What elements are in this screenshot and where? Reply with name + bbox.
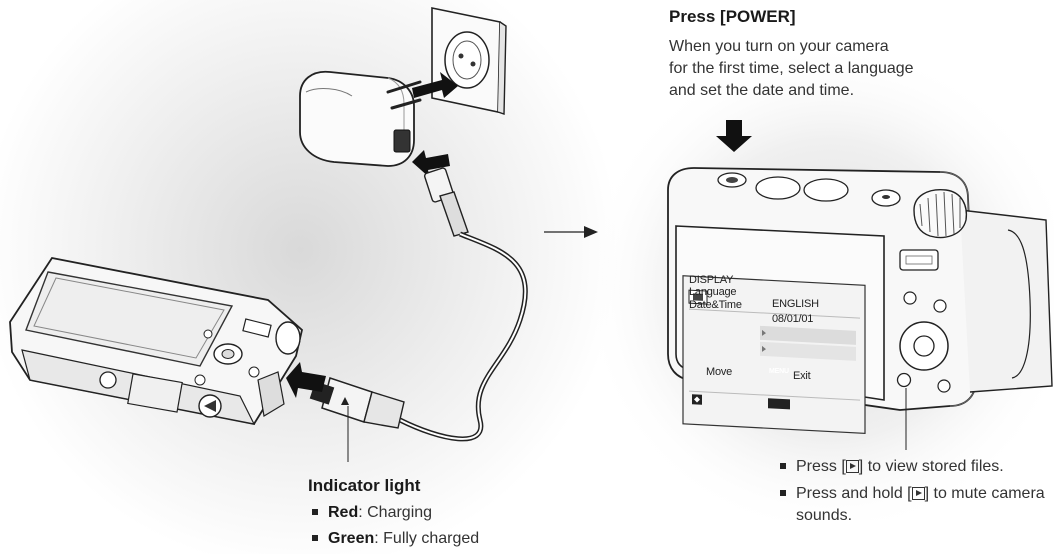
indicator-text-red: : Charging — [358, 504, 432, 521]
play-button-icon — [846, 460, 859, 473]
screen-row-language-value: ENGLISH — [772, 298, 819, 310]
indicator-item-green: Green: Fully charged — [308, 528, 479, 550]
charger-adapter-icon — [300, 72, 420, 166]
power-description-line-3: and set the date and time. — [669, 80, 854, 102]
indicator-term-red: Red — [328, 504, 358, 521]
indicator-heading: Indicator light — [308, 476, 420, 496]
screen-footer-exit: Exit — [793, 370, 811, 382]
wall-outlet-icon — [432, 8, 506, 114]
screen-menu-title: DISPLAY — [689, 274, 733, 286]
screen-row-datetime-label: Date&Time — [689, 299, 742, 311]
screen-row-datetime-value: 08/01/01 — [772, 313, 813, 325]
playback-item-mute: Press and hold [] to mute camera sounds. — [776, 483, 1046, 527]
screen-footer-move: Move — [706, 366, 732, 378]
playback-view-after: ] to view stored files. — [859, 458, 1004, 475]
power-heading: Press [POWER] — [669, 7, 796, 27]
playback-mute-before: Press and hold [ — [796, 485, 912, 502]
indicator-text-green: : Fully charged — [374, 530, 479, 547]
arrow-down-icon — [716, 120, 752, 152]
indicator-item-red: Red: Charging — [308, 502, 479, 524]
playback-item-view: Press [ ] to view stored files. — [776, 456, 1046, 478]
power-description-line-1: When you turn on your camera — [669, 36, 889, 58]
playback-view-before: Press [ — [796, 458, 846, 475]
arrow-right-icon — [544, 226, 598, 238]
indicator-list: Red: Charging Green: Fully charged — [308, 502, 479, 550]
screen-row-language-label: Language — [689, 286, 736, 298]
power-description-line-2: for the first time, select a language — [669, 58, 914, 80]
playback-list: Press [ ] to view stored files. Press and… — [776, 456, 1046, 527]
indicator-term-green: Green — [328, 530, 374, 547]
screen-footer-menu-key: MENU — [769, 368, 789, 375]
play-button-icon — [912, 487, 925, 500]
usb-cable-icon — [310, 167, 526, 439]
camera-back-icon — [10, 258, 302, 424]
